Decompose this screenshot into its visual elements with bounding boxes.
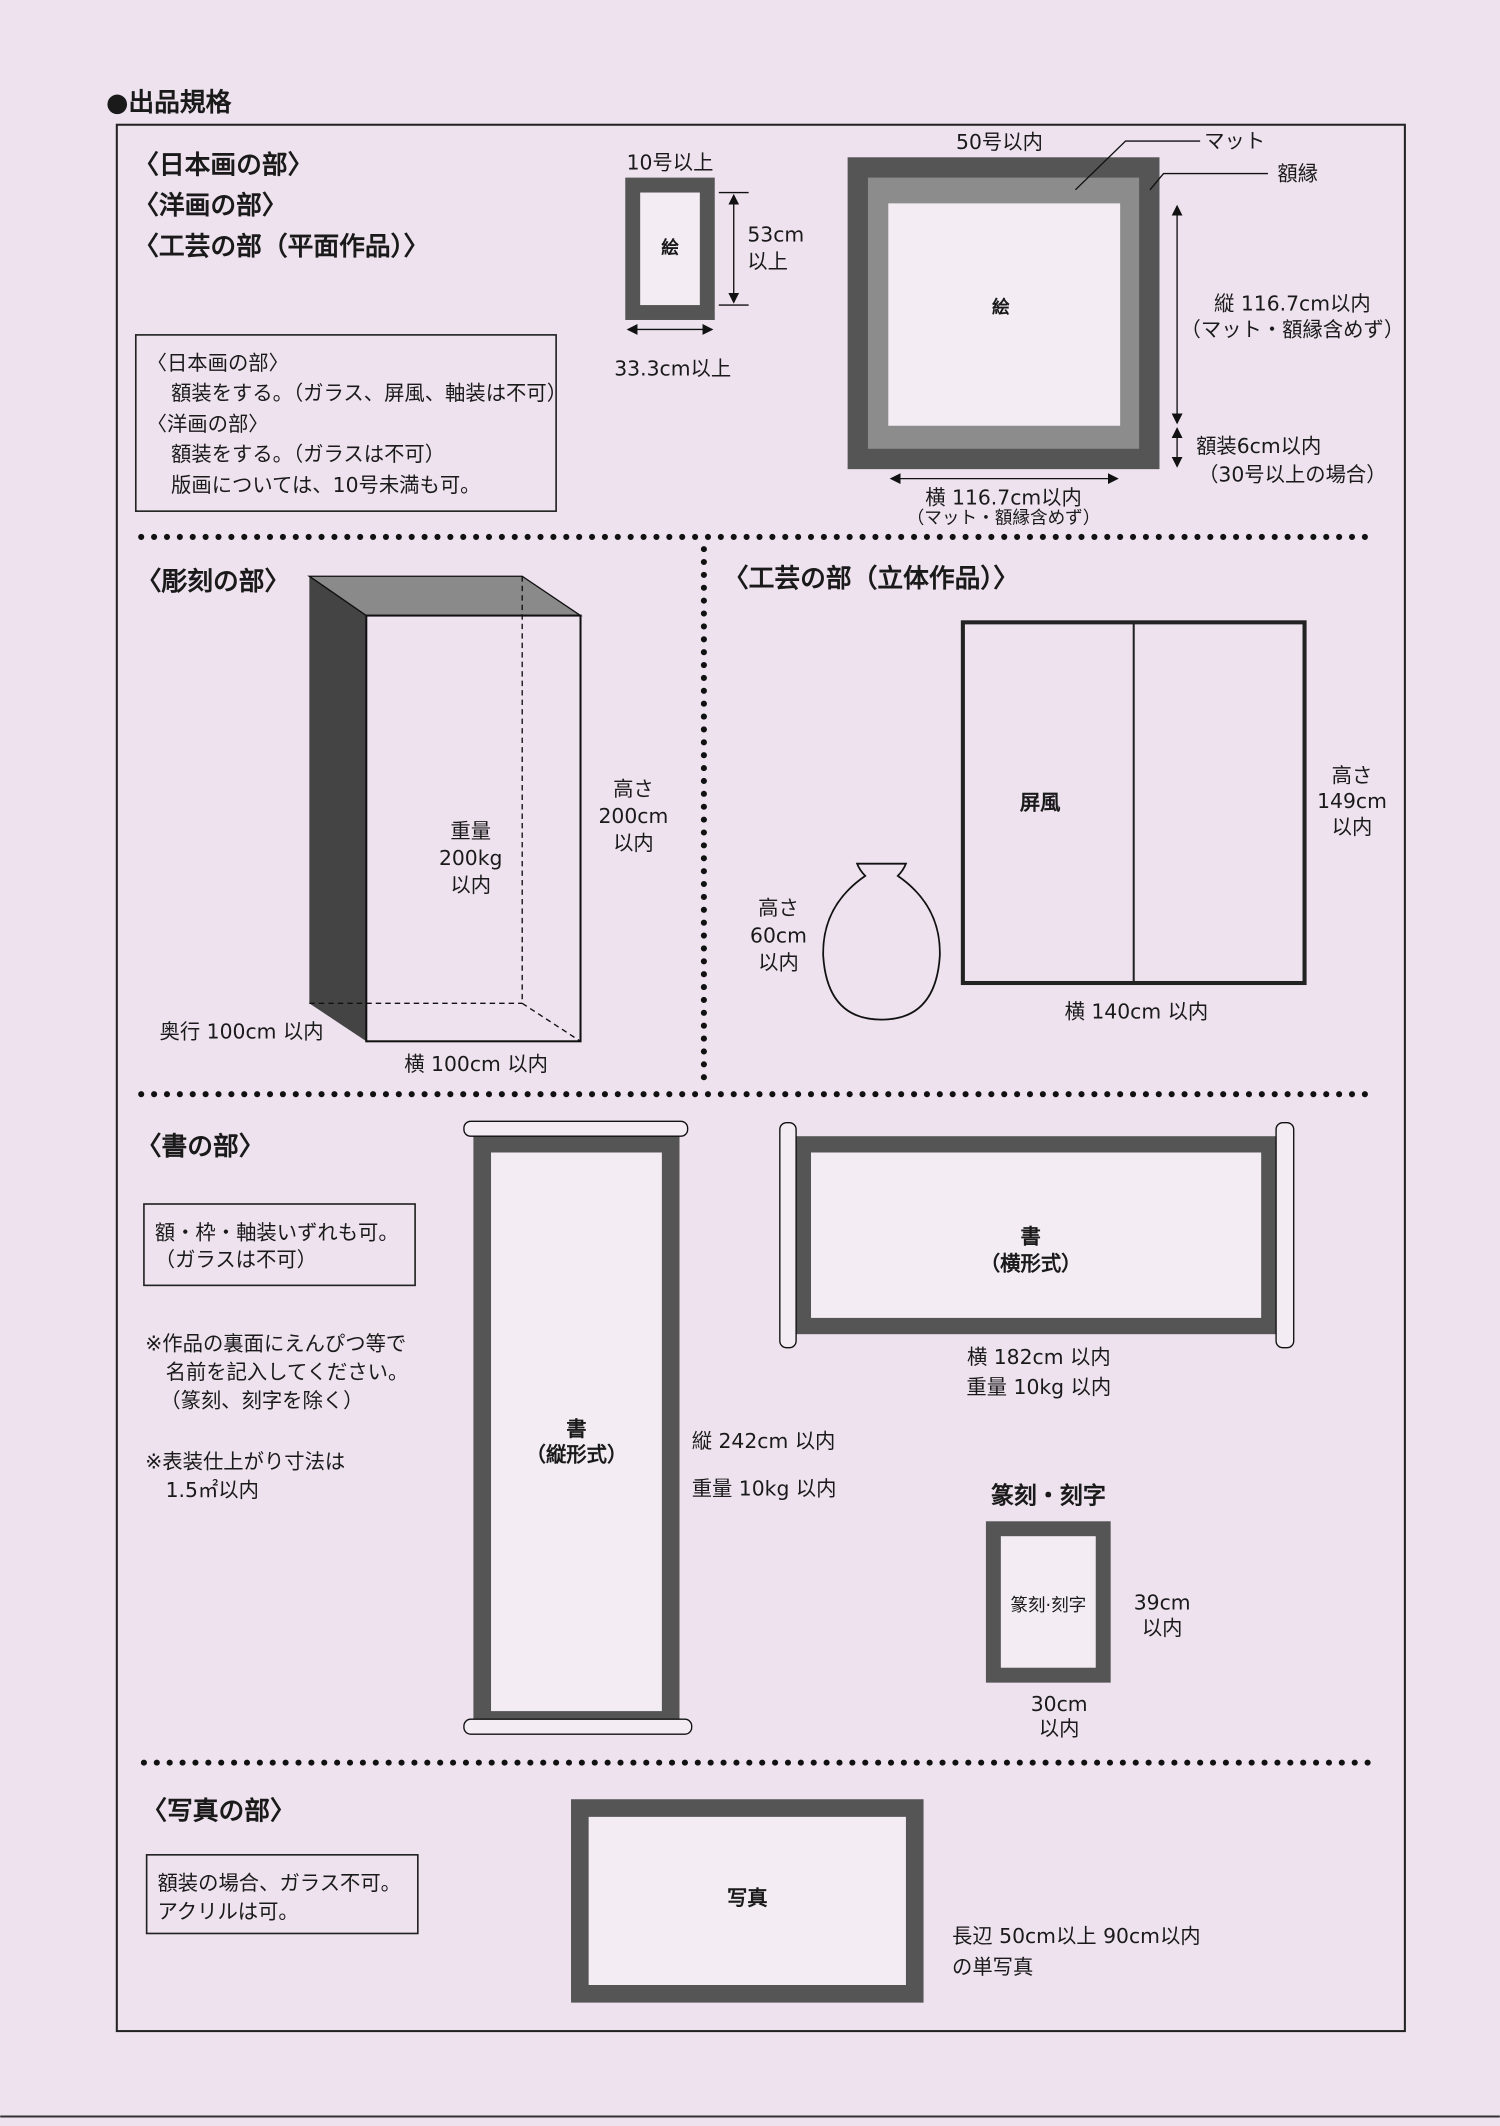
svg-text:以上: 以上 xyxy=(747,249,788,273)
svg-text:以内: 以内 xyxy=(450,873,491,897)
vase-diagram: 高さ 60cm 以内 xyxy=(750,862,941,1021)
svg-text:以内: 以内 xyxy=(1332,815,1373,839)
svg-text:長辺 50cm以上 90cm以内: 長辺 50cm以上 90cm以内 xyxy=(952,1924,1201,1948)
heading-craft-flat: 〈工芸の部（平面作品）〉 xyxy=(133,232,429,262)
small-painting-diagram: 10号以上 絵 53cm 以上 33.3cm以上 xyxy=(614,150,804,380)
heading-calligraphy: 〈書の部〉 xyxy=(136,1132,265,1162)
heading-yoga: 〈洋画の部〉 xyxy=(133,190,288,221)
svg-text:重量 10kg 以内: 重量 10kg 以内 xyxy=(966,1375,1111,1399)
svg-text:30cm: 30cm xyxy=(1031,1692,1088,1716)
calligraphy-note: 名前を記入してください。 xyxy=(166,1360,409,1384)
svg-text:横 100cm 以内: 横 100cm 以内 xyxy=(404,1052,548,1076)
svg-text:〈洋画の部〉: 〈洋画の部〉 xyxy=(147,412,269,436)
svg-text:アクリルは可。: アクリルは可。 xyxy=(157,1900,298,1924)
svg-text:マット: マット xyxy=(1204,129,1265,153)
vertical-scroll-diagram: 書 （縦形式） 縦 242cm 以内 重量 10kg 以内 xyxy=(463,1120,837,1735)
svg-text:以内: 以内 xyxy=(613,831,654,855)
svg-text:の単写真: の単写真 xyxy=(952,1955,1033,1979)
svg-text:200kg: 200kg xyxy=(439,846,502,870)
calligraphy-note: 1.5㎡以内 xyxy=(166,1478,259,1502)
svg-text:額・枠・軸装いずれも可。: 額・枠・軸装いずれも可。 xyxy=(155,1220,399,1244)
svg-text:（ガラスは不可）: （ガラスは不可） xyxy=(155,1247,317,1271)
svg-text:額装をする。（ガラス、屏風、軸装は不可）: 額装をする。（ガラス、屏風、軸装は不可） xyxy=(171,381,567,405)
photo-box: 額装の場合、ガラス不可。 アクリルは可。 xyxy=(145,1854,419,1935)
svg-text:縦 116.7cm以内: 縦 116.7cm以内 xyxy=(1214,291,1371,315)
svg-text:重量 10kg 以内: 重量 10kg 以内 xyxy=(692,1477,837,1501)
svg-text:横 140cm 以内: 横 140cm 以内 xyxy=(1065,999,1209,1023)
svg-text:縦 242cm 以内: 縦 242cm 以内 xyxy=(692,1429,836,1453)
seal-carving-diagram: 篆刻・刻字 篆刻·刻字 39cm 以内 30cm 以内 xyxy=(985,1483,1191,1741)
heading-nihonga: 〈日本画の部〉 xyxy=(133,151,313,181)
calligraphy-note: ※表装仕上がり寸法は xyxy=(145,1449,345,1473)
svg-text:39cm: 39cm xyxy=(1134,1590,1191,1614)
svg-text:高さ: 高さ xyxy=(1332,763,1373,787)
svg-text:横 182cm 以内: 横 182cm 以内 xyxy=(967,1345,1111,1369)
svg-text:絵: 絵 xyxy=(661,238,679,259)
svg-text:版画については、10号未満も可。: 版画については、10号未満も可。 xyxy=(171,473,480,497)
svg-text:10号以上: 10号以上 xyxy=(627,150,714,174)
outer-border xyxy=(115,123,1406,2033)
svg-text:（マット・額縁含めず）: （マット・額縁含めず） xyxy=(1181,317,1405,341)
svg-text:高さ: 高さ xyxy=(613,777,654,801)
flat-notes-box: 〈日本画の部〉 額装をする。（ガラス、屏風、軸装は不可） 〈洋画の部〉 額装をす… xyxy=(134,334,567,512)
svg-text:写真: 写真 xyxy=(727,1886,768,1910)
folding-screen-diagram: 屏風 高さ 149cm 以内 横 140cm 以内 xyxy=(960,620,1387,1023)
svg-text:60cm: 60cm xyxy=(750,923,807,947)
svg-text:以内: 以内 xyxy=(1142,1616,1183,1640)
svg-text:篆刻・刻字: 篆刻・刻字 xyxy=(991,1483,1106,1510)
svg-text:額装6cm以内: 額装6cm以内 xyxy=(1196,434,1321,458)
svg-text:額縁: 額縁 xyxy=(1277,161,1318,185)
svg-text:額装をする。（ガラスは不可）: 額装をする。（ガラスは不可） xyxy=(171,442,445,466)
svg-text:200cm: 200cm xyxy=(599,804,669,828)
svg-text:篆刻·刻字: 篆刻·刻字 xyxy=(1010,1595,1086,1616)
heading-craft-3d: 〈工芸の部（立体作品）〉 xyxy=(723,563,1019,594)
sculpture-box-diagram: 重量 200kg 以内 高さ 200cm 以内 奥行 100cm 以内 横 10… xyxy=(160,575,669,1076)
calligraphy-note: ※作品の裏面にえんぴつ等で xyxy=(145,1331,406,1355)
svg-text:屏風: 屏風 xyxy=(1020,790,1061,814)
svg-text:高さ: 高さ xyxy=(758,896,799,920)
svg-text:額装の場合、ガラス不可。: 額装の場合、ガラス不可。 xyxy=(157,1871,401,1895)
svg-text:（30号以上の場合）: （30号以上の場合） xyxy=(1198,462,1387,486)
svg-text:奥行 100cm 以内: 奥行 100cm 以内 xyxy=(160,1020,324,1044)
svg-text:（マット・額縁含めず）: （マット・額縁含めず） xyxy=(907,508,1101,528)
heading-photo: 〈写真の部〉 xyxy=(141,1797,295,1827)
calligraphy-note: （篆刻、刻字を除く） xyxy=(160,1388,363,1412)
heading-sculpture: 〈彫刻の部〉 xyxy=(136,566,291,597)
svg-text:重量: 重量 xyxy=(450,819,491,843)
svg-text:（横形式）: （横形式） xyxy=(980,1251,1082,1275)
svg-text:（縦形式）: （縦形式） xyxy=(526,1443,628,1467)
svg-text:絵: 絵 xyxy=(992,297,1010,318)
svg-text:横 116.7cm以内: 横 116.7cm以内 xyxy=(925,485,1082,509)
svg-text:〈日本画の部〉: 〈日本画の部〉 xyxy=(147,351,289,375)
page-title: ●出品規格 xyxy=(106,87,232,118)
svg-text:33.3cm以上: 33.3cm以上 xyxy=(614,357,731,381)
svg-text:書: 書 xyxy=(1021,1224,1041,1248)
horizontal-scroll-diagram: 書 （横形式） 横 182cm 以内 重量 10kg 以内 xyxy=(779,1121,1295,1399)
svg-text:以内: 以内 xyxy=(1039,1717,1080,1741)
calligraphy-box: 額・枠・軸装いずれも可。 （ガラスは不可） xyxy=(143,1203,416,1287)
large-painting-diagram: 50号以内 絵 マット 額縁 縦 116.7cm以内 （マット・額縁含めず） 額… xyxy=(847,129,1405,528)
svg-text:50号以内: 50号以内 xyxy=(956,130,1043,154)
svg-text:書: 書 xyxy=(566,1417,586,1441)
photo-frame-diagram: 写真 長辺 50cm以上 90cm以内 の単写真 xyxy=(571,1799,1201,2003)
svg-text:53cm: 53cm xyxy=(747,222,804,246)
svg-text:以内: 以内 xyxy=(758,950,799,974)
svg-text:149cm: 149cm xyxy=(1317,789,1387,813)
